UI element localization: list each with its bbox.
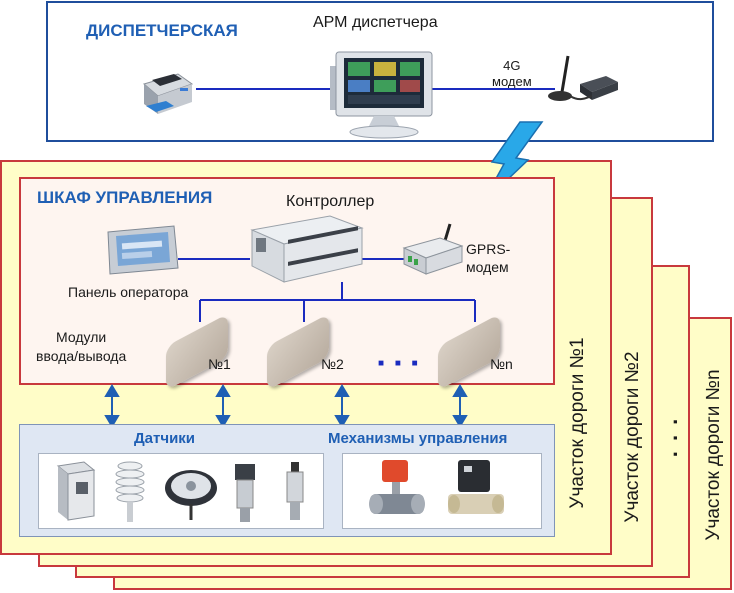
actuators-gallery — [342, 453, 542, 529]
arrow-2 — [215, 384, 231, 428]
io-modules-label-line2: ввода/вывода — [36, 348, 127, 364]
sensor-housing-icon — [56, 461, 96, 521]
operator-panel-label: Панель оператора — [68, 284, 189, 300]
gprs-modem-label: GPRS- модем — [466, 240, 510, 276]
control-cabinet-title: ШКАФ УПРАВЛЕНИЯ — [37, 188, 213, 207]
solenoid-valve-icon — [448, 460, 504, 514]
controller-icon — [250, 215, 364, 283]
io-modules-label: Модули ввода/вывода — [36, 328, 126, 366]
surface-sensor-icon — [165, 470, 217, 520]
workstation-label: АРМ диспетчера — [313, 14, 438, 31]
arrow-3 — [334, 384, 350, 428]
actuators-title: Механизмы управления — [328, 430, 508, 447]
gprs-modem-icon — [402, 223, 464, 275]
weather-sensor-icon — [115, 461, 145, 522]
dispatch-room-title: ДИСПЕТЧЕРСКАЯ — [86, 21, 238, 40]
arrow-4 — [452, 384, 468, 428]
modem-4g-icon — [548, 55, 618, 101]
modem-4g-label-line2: модем — [492, 74, 532, 89]
printer-icon — [142, 73, 194, 114]
workstation-monitor-icon — [330, 51, 433, 139]
io-module-n-label: №n — [490, 356, 513, 372]
io-modules-label-line1: Модули — [56, 329, 107, 345]
sensors-title: Датчики — [134, 430, 196, 447]
arrow-1 — [104, 384, 120, 428]
io-modules-ellipsis: ■ ■ ■ — [378, 358, 422, 369]
pressure-sensor-1-icon — [235, 464, 255, 522]
io-module-2-label: №2 — [321, 356, 344, 372]
operator-panel-icon — [107, 225, 179, 275]
pressure-sensor-2-icon — [286, 462, 304, 520]
controller-label: Контроллер — [286, 193, 375, 210]
gprs-modem-label-line2: модем — [466, 259, 509, 275]
gprs-modem-label-line1: GPRS- — [466, 241, 511, 257]
io-module-1-label: №1 — [208, 356, 231, 372]
modem-4g-label: 4G модем — [492, 58, 532, 90]
modem-4g-label-line1: 4G — [503, 58, 521, 73]
motorized-valve-icon — [369, 460, 425, 514]
